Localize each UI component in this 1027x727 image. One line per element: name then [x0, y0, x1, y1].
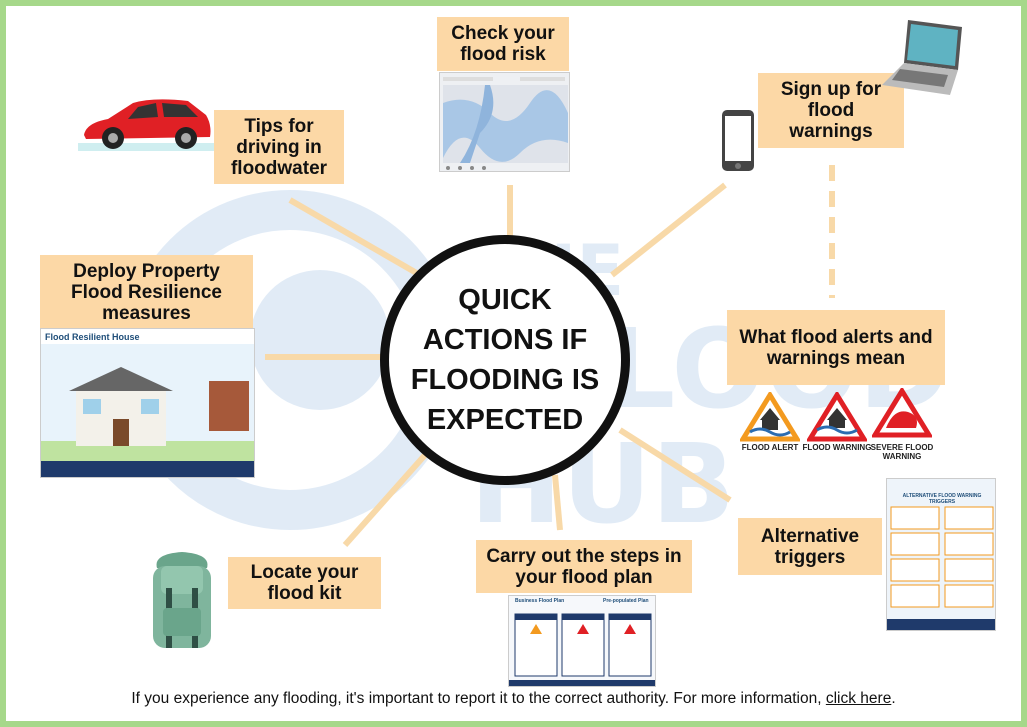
footer-message: If you experience any flooding, it's imp…: [131, 690, 826, 707]
backpack-icon: [153, 552, 211, 648]
laptop-icon: [882, 20, 962, 95]
plan-personal-label: Pre-populated Plan: [603, 598, 649, 604]
flood-plan-thumbnail[interactable]: Business Flood Plan Pre-populated Plan: [508, 595, 656, 687]
check-flood-risk-label[interactable]: Check your flood risk: [437, 17, 569, 71]
house-illustration: [41, 344, 254, 477]
plan-business-label: Business Flood Plan: [515, 598, 565, 604]
phone-icon: [722, 110, 754, 171]
flood-warning-caption: FLOOD WARNING: [802, 443, 872, 452]
sign-up-warnings-label[interactable]: Sign up for flood warnings: [758, 73, 904, 148]
flood-alert-caption: FLOOD ALERT: [741, 443, 799, 452]
footer-end: .: [891, 690, 896, 707]
flood-kit-label[interactable]: Locate your flood kit: [228, 557, 381, 609]
alt-thumb-title: ALTERNATIVE FLOOD WARNING TRIGGERS: [902, 493, 982, 505]
flood-alert-icon: [740, 392, 800, 442]
map-image: [440, 73, 569, 171]
central-title: QUICK ACTIONS IF FLOODING IS EXPECTED: [380, 235, 630, 485]
map-thumbnail[interactable]: [439, 72, 570, 172]
pfr-thumbnail[interactable]: Flood Resilient House: [40, 328, 255, 478]
alt-triggers-thumbnail[interactable]: ALTERNATIVE FLOOD WARNING TRIGGERS: [886, 478, 996, 631]
car-icon: [78, 99, 214, 151]
tips-driving-label[interactable]: Tips for driving in floodwater: [214, 110, 344, 184]
plan-columns: [509, 613, 655, 686]
pfr-thumb-title: Flood Resilient House: [45, 332, 140, 342]
click-here-link[interactable]: click here: [825, 690, 892, 707]
alerts-meaning-label[interactable]: What flood alerts and warnings mean: [727, 310, 945, 385]
deploy-pfr-label[interactable]: Deploy Property Flood Resilience measure…: [40, 255, 253, 329]
flood-warning-icon: [807, 392, 867, 442]
severe-flood-warning-icon: [872, 388, 932, 438]
severe-flood-warning-caption: SEVERE FLOOD WARNING: [870, 443, 934, 461]
footer-text: If you experience any flooding, it's imp…: [0, 690, 1027, 708]
alt-thumb-boxes: [887, 506, 995, 630]
alternative-triggers-label[interactable]: Alternative triggers: [738, 518, 882, 575]
flood-plan-label[interactable]: Carry out the steps in your flood plan: [476, 540, 692, 593]
